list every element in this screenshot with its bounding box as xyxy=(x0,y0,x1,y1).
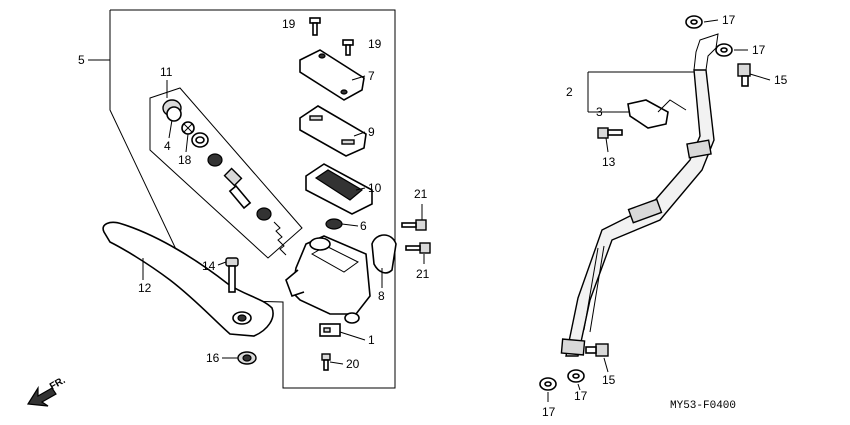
float xyxy=(325,218,343,230)
pivot-nut xyxy=(237,351,257,365)
holder xyxy=(371,234,397,274)
callout-17-bottom-right: 17 xyxy=(574,389,588,403)
direction-label: FR. xyxy=(48,375,68,393)
holder-bolts xyxy=(401,219,431,254)
callout-10: 10 xyxy=(368,181,382,195)
callout-9: 9 xyxy=(368,125,375,139)
callout-18: 18 xyxy=(178,153,192,167)
callout-15-bottom: 15 xyxy=(602,373,616,387)
master-cylinder-body xyxy=(285,235,371,324)
diaphragm xyxy=(305,163,373,215)
callout-7: 7 xyxy=(368,69,375,83)
callout-labels: 5 11 4 18 12 14 16 19 19 7 9 10 6 8 1 20… xyxy=(78,13,788,419)
cover-screws xyxy=(309,17,354,56)
callout-4: 4 xyxy=(164,139,171,153)
callout-2: 2 xyxy=(566,85,573,99)
callout-15-top: 15 xyxy=(774,73,788,87)
callout-21: 21 xyxy=(416,267,430,281)
leader-lines xyxy=(88,19,771,402)
callout-12: 12 xyxy=(138,281,152,295)
callout-21-top: 21 xyxy=(414,187,428,201)
callout-6: 6 xyxy=(360,219,367,233)
hose-clamp xyxy=(597,99,687,139)
callout-1: 1 xyxy=(368,333,375,347)
sealing-washers xyxy=(539,15,733,391)
callout-14: 14 xyxy=(202,259,216,273)
callout-20: 20 xyxy=(346,357,360,371)
set-plate xyxy=(299,105,367,157)
callout-19: 19 xyxy=(368,37,382,51)
callout-5: 5 xyxy=(78,53,85,67)
brake-lever xyxy=(102,221,274,337)
piston-set xyxy=(162,99,287,256)
brake-switch xyxy=(319,323,341,371)
callout-17-top: 17 xyxy=(722,13,736,27)
callout-17-mid: 17 xyxy=(752,43,766,57)
diagram-code: MY53-F0400 xyxy=(670,400,736,412)
reservoir-cap xyxy=(299,49,365,101)
brake-hose xyxy=(560,33,719,357)
callout-17-bottom-left: 17 xyxy=(542,405,556,419)
callout-3: 3 xyxy=(596,105,603,119)
pivot-bolt xyxy=(225,257,239,293)
oil-bolts xyxy=(585,63,751,357)
callout-8: 8 xyxy=(378,289,385,303)
callout-16: 16 xyxy=(206,351,220,365)
callout-19-top: 19 xyxy=(282,17,296,31)
front-direction-arrow: FR. xyxy=(26,375,68,407)
assembly-outline xyxy=(109,9,396,389)
callout-13: 13 xyxy=(602,155,616,169)
callout-11: 11 xyxy=(160,65,173,79)
